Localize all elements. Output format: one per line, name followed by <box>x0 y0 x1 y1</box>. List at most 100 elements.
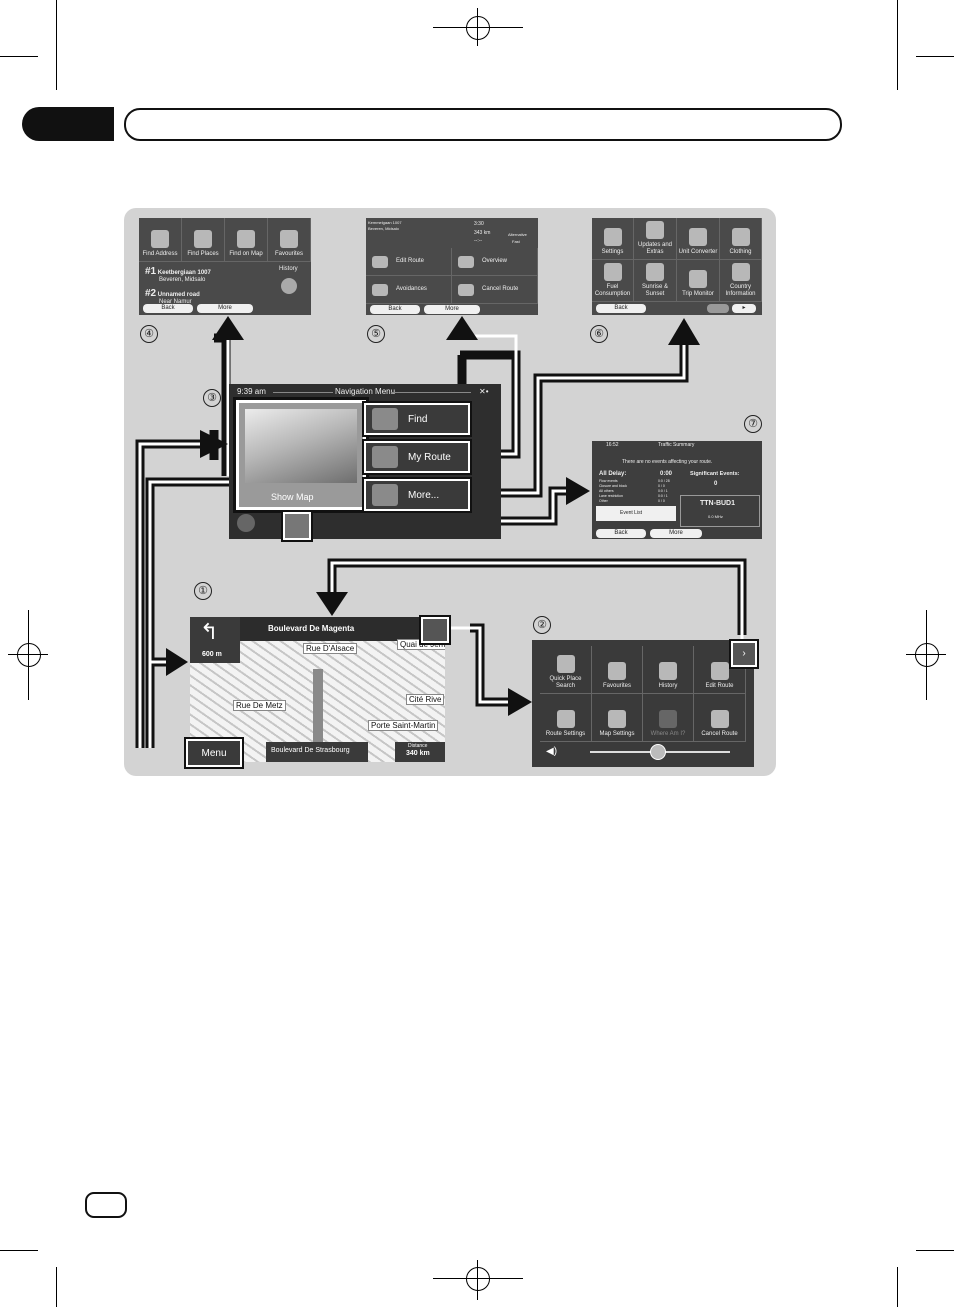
page-number-box <box>85 1192 127 1218</box>
crop-mark <box>0 1250 38 1251</box>
step-number-3: ③ <box>203 389 221 407</box>
crop-mark <box>897 1267 898 1307</box>
map-preview-image <box>245 409 357 483</box>
tile-country-info[interactable]: Country Information <box>720 260 762 302</box>
fuel-icon <box>603 263 622 281</box>
map-settings-icon <box>608 710 626 728</box>
more-button[interactable]: More <box>197 304 253 313</box>
traffic-button[interactable] <box>281 510 313 542</box>
quick-menu-button[interactable] <box>419 615 451 645</box>
show-map-label: Show Map <box>271 492 314 502</box>
back-button[interactable]: Back <box>596 529 646 538</box>
tile-sunrise[interactable]: Sunrise & Sunset <box>634 260 677 302</box>
title-rule <box>273 392 333 393</box>
chapter-title-bar <box>124 108 842 141</box>
back-button[interactable]: Back <box>370 305 420 314</box>
tile-updates[interactable]: Updates and Extras <box>634 218 677 260</box>
tile-edit-route[interactable]: Edit Route <box>694 646 746 694</box>
tile-where-am-i[interactable]: Where Am I? <box>643 694 694 742</box>
overview-button[interactable]: Overview <box>452 248 538 276</box>
chapter-tab <box>22 107 114 141</box>
speaker-icon[interactable]: ◀) <box>546 746 558 757</box>
history-item[interactable]: #2 Unnamed road Near Namur <box>145 288 200 305</box>
station-box <box>680 495 760 527</box>
tile-favourites[interactable]: Favourites <box>592 646 643 694</box>
quick-search-icon <box>556 655 575 673</box>
significant-value: 0 <box>714 481 718 487</box>
tile-trip-monitor[interactable]: Trip Monitor <box>677 260 720 302</box>
volume-slider-thumb[interactable] <box>650 744 666 760</box>
tile-favourites[interactable]: Favourites <box>268 218 311 262</box>
registration-mark <box>466 1267 490 1291</box>
page-indicator <box>707 304 729 313</box>
screen-quick-menu: Quick Place Search Favourites History Ed… <box>532 640 754 767</box>
tile-quick-place-search[interactable]: Quick Place Search <box>540 646 592 694</box>
turn-panel <box>190 617 240 663</box>
bar-graph-icon <box>689 270 707 288</box>
history-item[interactable]: #1 Keetbergiaan 1007 Beveren, Midsalo <box>145 266 211 283</box>
sun-icon <box>646 263 664 281</box>
tile-find-on-map[interactable]: Find on Map <box>225 218 268 262</box>
crop-mark <box>897 0 898 90</box>
more-button[interactable]: More <box>424 305 480 314</box>
significant-label: Significant Events: <box>690 471 740 477</box>
tile-unit-converter[interactable]: Unit Converter <box>677 218 720 260</box>
delay-label: All Delay: <box>599 471 627 477</box>
back-button[interactable]: Back <box>143 304 193 313</box>
street-label: Cité Rive <box>406 694 445 705</box>
history-button[interactable]: History <box>279 266 298 272</box>
route-eta: --:-- <box>474 238 483 244</box>
find-button[interactable]: Find <box>362 401 472 437</box>
tile-clothing[interactable]: Clothing <box>720 218 762 260</box>
places-icon <box>194 230 212 248</box>
nav-title: Navigation Menu <box>335 387 396 396</box>
tile-fuel[interactable]: Fuel Consumption <box>592 260 634 302</box>
next-page-button[interactable]: › <box>729 639 759 669</box>
my-route-button[interactable]: My Route <box>362 439 472 475</box>
traffic-message: There are no events affecting your route… <box>622 459 713 465</box>
overview-icon <box>458 255 474 268</box>
more-menu-button[interactable]: More... <box>362 477 472 513</box>
step-number-4: ④ <box>140 325 158 343</box>
tile-history[interactable]: History <box>643 646 694 694</box>
registration-mark <box>466 16 490 40</box>
event-list-button[interactable]: Event List <box>596 506 676 521</box>
more-button[interactable]: More <box>650 529 702 538</box>
location-icon <box>659 710 677 728</box>
step-number-2: ② <box>533 616 551 634</box>
step-number-7: ⑦ <box>744 415 762 433</box>
checkered-flag-icon <box>710 710 729 728</box>
magnifier-icon <box>372 408 398 430</box>
menu-button[interactable]: Menu <box>184 737 244 769</box>
screen-more: Settings Updates and Extras Unit Convert… <box>592 218 762 315</box>
street-label: Porte Saint-Martin <box>368 720 439 731</box>
history-icon <box>281 278 297 294</box>
tile-settings[interactable]: Settings <box>592 218 634 260</box>
traffic-title: Traffic Summary <box>658 442 695 448</box>
house-icon <box>151 230 169 248</box>
history-icon <box>659 662 677 680</box>
avoidances-icon <box>372 283 388 296</box>
tile-cancel-route[interactable]: Cancel Route <box>694 694 746 742</box>
crop-mark <box>916 56 954 57</box>
show-map-button[interactable]: Show Map <box>233 397 369 513</box>
street-label: Rue De Metz <box>233 700 286 711</box>
next-page-button[interactable]: ▸ <box>732 304 756 313</box>
tile-route-settings[interactable]: Route Settings <box>540 694 592 742</box>
station-frequency: 0.0 MHz <box>708 514 723 519</box>
tile-find-places[interactable]: Find Places <box>182 218 225 262</box>
cancel-route-button[interactable]: Cancel Route <box>452 276 538 304</box>
status-icons: ✕• <box>479 387 489 396</box>
edit-route-button[interactable]: Edit Route <box>366 248 452 276</box>
power-icon[interactable] <box>237 514 255 532</box>
edit-route-icon <box>710 662 729 680</box>
avoidances-button[interactable]: Avoidances <box>366 276 452 304</box>
tile-map-settings[interactable]: Map Settings <box>592 694 643 742</box>
back-button[interactable]: Back <box>596 304 646 313</box>
screen-find: Find Address Find Places Find on Map Fav… <box>139 218 311 315</box>
route-settings-icon <box>556 710 575 728</box>
street-label: Rue D'Alsace <box>303 643 358 654</box>
map-icon <box>237 230 255 248</box>
tile-find-address[interactable]: Find Address <box>139 218 182 262</box>
